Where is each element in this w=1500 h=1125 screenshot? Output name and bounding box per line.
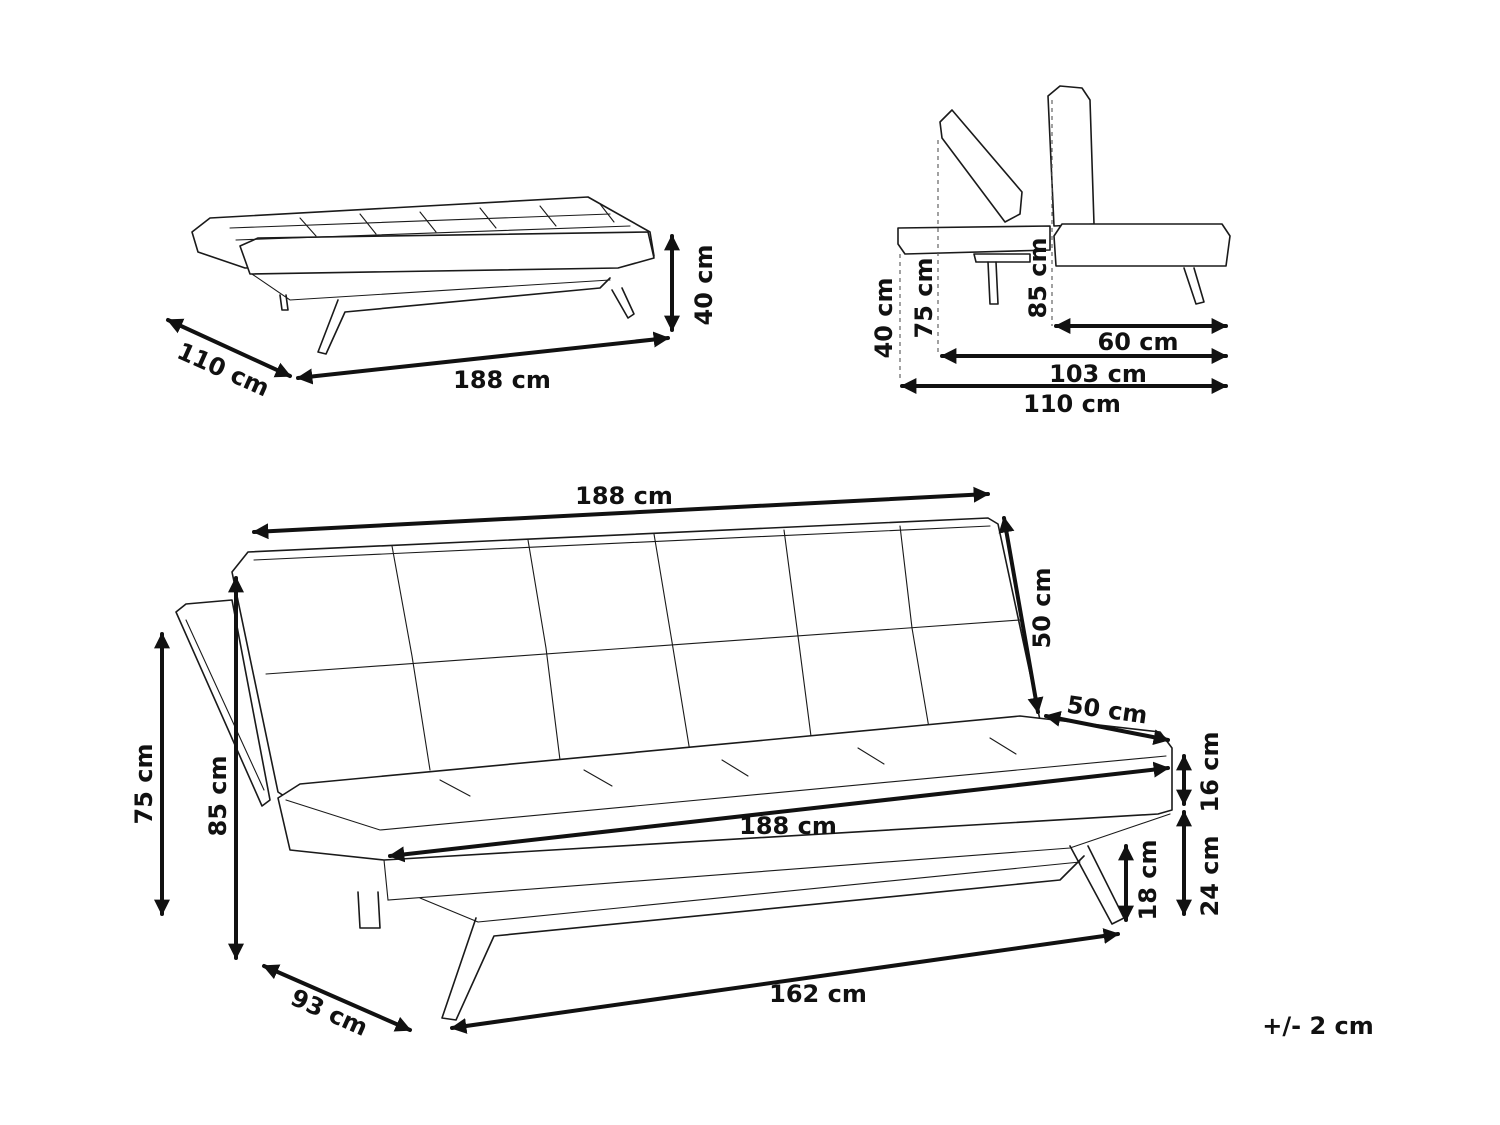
back-height-line [998, 516, 1044, 714]
width-60-label: 60 cm [1098, 328, 1179, 356]
mattress-front [239, 231, 655, 275]
depth-line [262, 964, 412, 1032]
right-leg [1069, 845, 1125, 925]
upright-seat [1053, 223, 1231, 267]
reclined-back-ghost [175, 599, 271, 807]
base-rail [973, 253, 1031, 263]
reclined-back [939, 109, 1023, 223]
backrest-tuft-columns [391, 525, 931, 771]
width-103-label: 103 cm [1049, 360, 1147, 388]
upright-back [1047, 85, 1095, 227]
leg-label: 18 cm [1134, 840, 1162, 921]
rear-leg [987, 261, 999, 305]
front-leg-frame [441, 855, 1085, 1021]
side-profile-drawing: 40 cm 75 cm 85 cm 60 cm 103 cm 110 cm [870, 85, 1231, 418]
depth-label: 93 cm [287, 983, 372, 1042]
tuft-row-2 [235, 225, 631, 241]
sofa-bed-flat-drawing: 110 cm 188 cm 40 cm [166, 196, 718, 402]
depth-dimension-line [166, 318, 292, 378]
frame-edge [251, 273, 611, 301]
height-85-label: 85 cm [204, 756, 232, 837]
reclined-back-edge [185, 619, 265, 791]
height-85-label: 85 cm [1024, 238, 1052, 319]
height-75-label: 75 cm [130, 744, 158, 825]
width-110-label: 110 cm [1023, 390, 1121, 418]
frame-underside [419, 861, 1081, 923]
tolerance-note: +/- 2 cm [1262, 1012, 1373, 1040]
leg-span-label: 162 cm [769, 980, 867, 1008]
rear-left-leg [357, 891, 381, 929]
seat-length-line [388, 761, 1170, 863]
cushion-label: 16 cm [1196, 732, 1224, 813]
length-dimension-line [296, 331, 670, 385]
tuft-lines [299, 203, 615, 237]
seat-depth-line [1044, 710, 1170, 746]
height-40-label: 40 cm [870, 278, 898, 359]
backrest-tuft-row [265, 619, 1021, 675]
leg-span-line [450, 928, 1120, 1034]
base-label: 24 cm [1196, 836, 1224, 917]
back-height-label: 50 cm [1028, 568, 1056, 649]
height-75-label: 75 cm [910, 258, 938, 339]
height-label: 40 cm [690, 245, 718, 326]
length-label: 188 cm [453, 366, 551, 394]
right-leg [611, 287, 635, 319]
back-length-label: 188 cm [575, 482, 673, 510]
reclined-seat [897, 225, 1051, 255]
front-leg [1183, 267, 1205, 305]
back-length-line [252, 486, 990, 540]
back-leg [279, 294, 289, 311]
sofa-main-drawing: 188 cm 50 cm 50 cm 188 cm 16 cm 24 cm 18… [130, 482, 1224, 1042]
tuft-row-1 [229, 213, 611, 229]
seat-length-label: 188 cm [739, 812, 837, 840]
